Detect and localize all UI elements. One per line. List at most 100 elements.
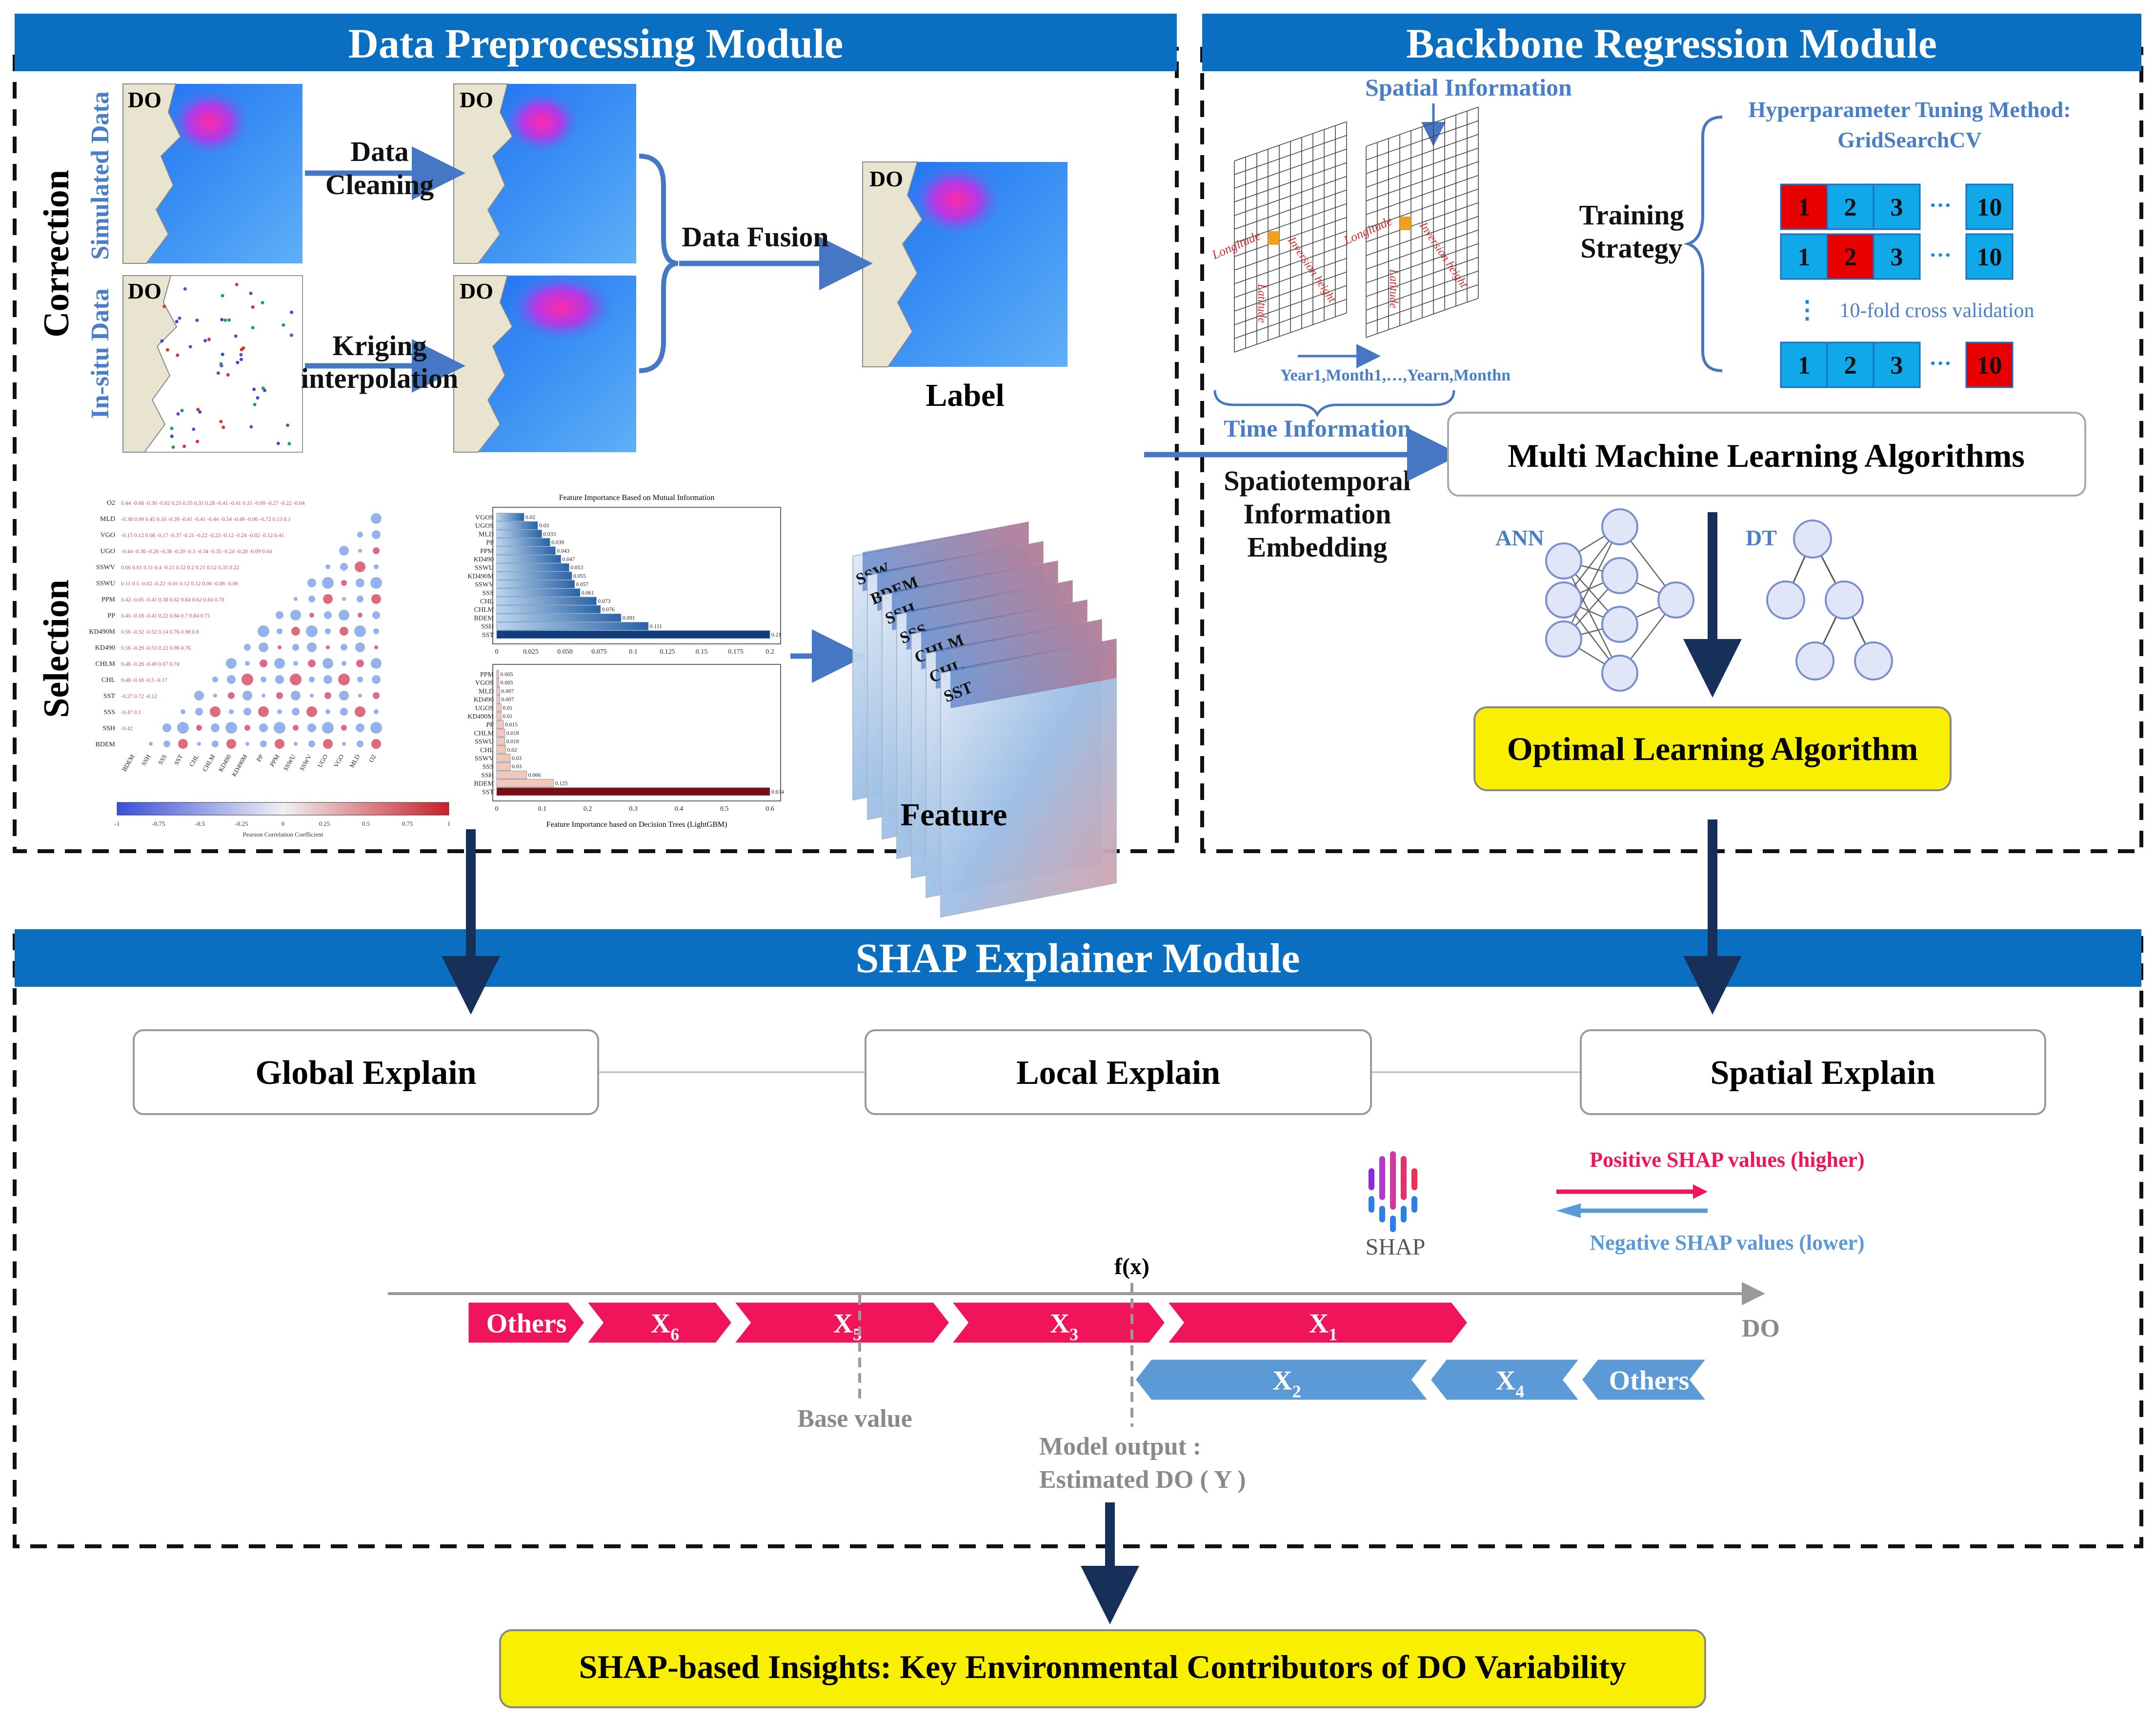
- corr-colorbar-tick: 0: [282, 820, 285, 827]
- corr-dot: [371, 658, 382, 669]
- corr-dot: [342, 597, 346, 601]
- corr-dot: [341, 644, 347, 651]
- insitu-point: [183, 287, 187, 291]
- corr-dot: [244, 644, 251, 651]
- bar-value-label: 0.03: [512, 756, 522, 761]
- positive-segment: [947, 1300, 1168, 1345]
- insitu-point: [261, 386, 265, 390]
- model-output-line2: Estimated DO ( Y ): [1039, 1466, 1246, 1494]
- shap-logo-bar: [1379, 1156, 1385, 1200]
- grid-latitude-label: Latitude: [1255, 283, 1268, 323]
- corr-dot: [323, 594, 333, 604]
- shap-logo-bar: [1390, 1216, 1396, 1232]
- bar-value-label: 0.007: [502, 697, 514, 703]
- lgbm-xlabel: Feature Importance based on Decision Tre…: [546, 820, 727, 829]
- corr-col-label: PPM: [268, 753, 281, 768]
- bar: [496, 630, 770, 639]
- correction-label: Correction: [37, 170, 77, 338]
- bar-category-label: SSS: [483, 590, 494, 597]
- bar: [496, 530, 542, 538]
- corr-dot: [324, 692, 331, 699]
- corr-dot: [357, 677, 363, 682]
- ann-edge: [1563, 526, 1621, 639]
- insitu-point: [176, 353, 180, 357]
- bar: [496, 729, 505, 737]
- corr-dot: [275, 739, 284, 749]
- grid-longitude-label: Longitude: [1341, 214, 1394, 248]
- fold-cell: [1873, 183, 1921, 230]
- corr-dot: [212, 677, 218, 682]
- corr-dot: [291, 627, 300, 636]
- corr-dot: [228, 692, 235, 699]
- corr-dot: [290, 674, 302, 685]
- corr-dot: [181, 709, 185, 714]
- insitu-point: [261, 300, 264, 304]
- do-label-map4: DO: [460, 279, 493, 303]
- corr-dot: [309, 677, 315, 682]
- bar: [496, 687, 500, 695]
- bar-category-label: PPM: [480, 548, 494, 555]
- bar-category-label: BDEM: [474, 615, 494, 622]
- bar-value-label: 0.039: [551, 540, 564, 546]
- corr-dot: [373, 547, 380, 554]
- corr-dot: [212, 740, 219, 747]
- bar-axis-tick: 0.15: [696, 648, 708, 656]
- bar-axis-tick: 0.3: [629, 805, 638, 813]
- fold-cell-label: 1: [1798, 194, 1811, 221]
- fold-cell: [1873, 233, 1921, 280]
- kriging-line1: Kriging: [332, 330, 426, 361]
- optimal-label: Optimal Learning Algorithm: [1507, 730, 1918, 767]
- fold-cell: [1826, 233, 1874, 280]
- positive-segment: [583, 1300, 735, 1345]
- bar-category-label: VGOS: [475, 514, 494, 521]
- spatial-explain-box: [1580, 1029, 2046, 1115]
- bar: [496, 614, 622, 622]
- grid-latitude-label: Latitude: [1387, 269, 1400, 308]
- mi-title: Feature Importance Based on Mutual Infor…: [559, 494, 715, 502]
- corr-row-values: 0.48 -0.18 -0.5 -0.17: [121, 678, 167, 683]
- bar-category-label: PP: [486, 721, 494, 729]
- ann-node: [1601, 508, 1638, 545]
- positive-segment-label: Others: [486, 1309, 567, 1339]
- bar-value-label: 0.073: [598, 599, 610, 604]
- corr-colorbar-tick: -1: [115, 820, 120, 827]
- bar-value-label: 0.21: [771, 632, 781, 638]
- fold-cell: [1780, 183, 1828, 230]
- negative-segment: [1428, 1357, 1584, 1402]
- bar-axis-tick: 0.4: [675, 805, 684, 813]
- bar: [496, 605, 601, 614]
- insitu-point: [227, 318, 231, 322]
- bar-value-label: 0.018: [506, 730, 519, 736]
- corr-dot: [357, 596, 363, 602]
- corr-dot: [197, 742, 201, 746]
- insitu-point: [223, 318, 227, 322]
- bar: [496, 580, 575, 588]
- corr-dot: [341, 580, 347, 586]
- corr-row-values: 0.44 -0.68 -0.30 -0.82 0.25 0.35 0.35 0.…: [121, 500, 305, 506]
- bar-axis-tick: 0.050: [557, 648, 573, 656]
- fold-cell: [1873, 341, 1921, 388]
- bar: [496, 563, 569, 572]
- insitu-point: [162, 304, 166, 308]
- corr-row-label: CHLM: [96, 660, 116, 668]
- corr-colorbar-label: Pearson Correlation Coefficient: [242, 831, 323, 838]
- insitu-point: [165, 348, 169, 352]
- corr-dot: [356, 723, 364, 732]
- insitu-point: [221, 353, 224, 357]
- hyper-line2: GridSearchCV: [1837, 127, 1982, 152]
- grid-longitude-label: Longitude: [1209, 228, 1263, 262]
- insitu-point: [171, 445, 175, 449]
- bar-value-label: 0.057: [576, 582, 589, 588]
- fold-cell-label: 2: [1844, 194, 1857, 221]
- spatial-explain-label: Spatial Explain: [1710, 1054, 1935, 1092]
- corr-row-label: KD490M: [89, 628, 115, 636]
- shap-logo-bar: [1401, 1206, 1407, 1222]
- corr-dot: [213, 694, 217, 698]
- corr-dot: [370, 577, 382, 589]
- bar-value-label: 0.061: [582, 590, 594, 596]
- insitu-point: [182, 444, 186, 448]
- bar-value-label: 0.005: [501, 680, 513, 686]
- bar-value-label: 0.055: [573, 573, 586, 579]
- insitu-point: [251, 326, 255, 330]
